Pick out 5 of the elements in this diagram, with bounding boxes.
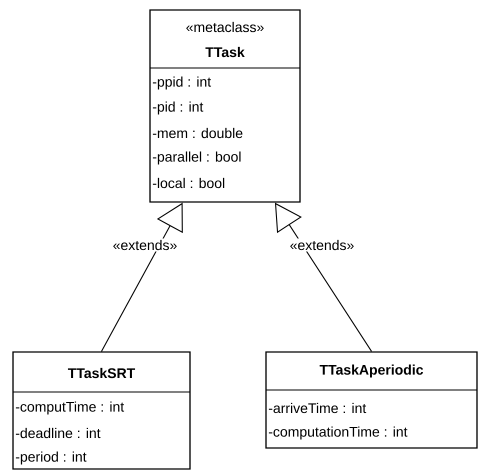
edge-label: «extends» (113, 240, 177, 250)
class-box: «metaclass» TTask -ppid : int -pid : int -mem : double -parallel : bool -local : bool (149, 9, 301, 203)
edge-label: «extends» (290, 240, 354, 250)
class-box: TTaskSRT -computTime : int -deadline : int -period : int (12, 351, 191, 470)
class-box: TTaskAperiodic -arriveTime : int -computationTime : int (265, 351, 478, 449)
